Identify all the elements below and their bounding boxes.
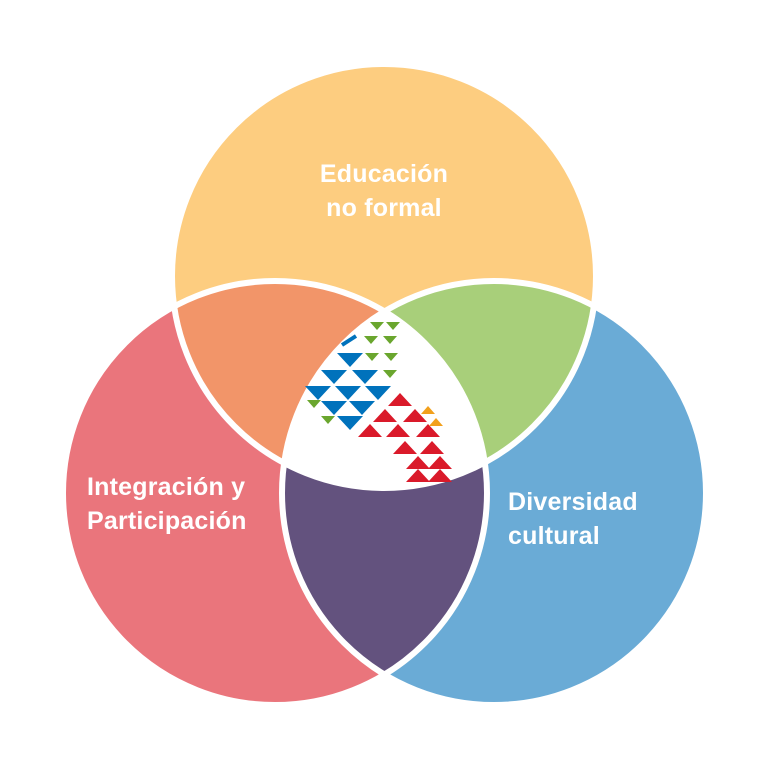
triangle-up xyxy=(420,441,444,454)
triangle-up xyxy=(373,409,397,422)
triangle-down xyxy=(365,386,391,400)
triangle-down xyxy=(321,401,347,415)
label-line: Educación xyxy=(319,160,449,188)
label-line: no formal xyxy=(326,194,442,222)
triangle-up xyxy=(403,409,427,422)
triangle-up xyxy=(393,441,417,454)
circle-outlines xyxy=(60,61,709,708)
triangle-up xyxy=(406,456,430,469)
logo-stroke xyxy=(340,334,358,347)
triangle-down xyxy=(337,416,363,430)
triangle-up xyxy=(428,469,452,482)
triangle-down xyxy=(364,336,378,344)
triangle-down xyxy=(386,322,400,330)
triangle-down xyxy=(352,370,378,384)
triangle-up xyxy=(429,418,443,426)
triangle-up xyxy=(421,406,435,414)
triangle-down xyxy=(383,370,397,378)
triangle-up xyxy=(388,393,412,406)
triangle-down xyxy=(383,336,397,344)
triangle-down xyxy=(305,386,331,400)
label-line: Diversidad xyxy=(508,488,638,516)
logo-triangles xyxy=(305,322,452,482)
triangle-up xyxy=(428,456,452,469)
triangle-up xyxy=(386,424,410,437)
triangle-down xyxy=(384,353,398,361)
triangle-down xyxy=(337,353,363,367)
label-line: Participación xyxy=(87,507,247,535)
triangle-up xyxy=(358,424,382,437)
label-line: Integración y xyxy=(87,473,246,501)
triangle-down xyxy=(321,416,335,424)
triangle-up xyxy=(416,424,440,437)
triangle-up xyxy=(406,469,430,482)
triangle-down xyxy=(307,400,321,408)
label-diversidad-cultural: Diversidad cultural xyxy=(508,485,638,553)
triangle-down xyxy=(365,353,379,361)
label-integracion-participacion: Integración y Participación xyxy=(87,470,247,538)
label-educacion-no-formal: Educación no formal xyxy=(0,157,768,225)
label-line: cultural xyxy=(508,522,600,550)
triangle-down xyxy=(321,370,347,384)
triangle-down xyxy=(370,322,384,330)
triangle-down xyxy=(349,401,375,415)
triangle-down xyxy=(335,386,361,400)
